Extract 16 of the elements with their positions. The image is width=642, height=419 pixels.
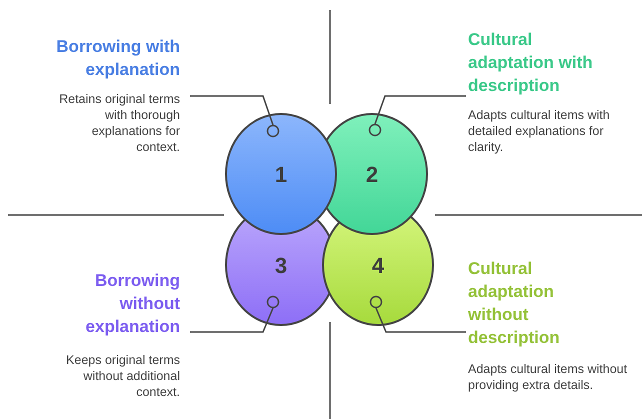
heading: Borrowing with explanation xyxy=(55,36,180,81)
circle-number: 1 xyxy=(274,160,288,188)
description: Adapts cultural items without providing extra details. xyxy=(468,361,628,393)
heading: Cultural adaptation with description xyxy=(468,29,594,97)
leader-line xyxy=(190,296,280,333)
circle-number: 4 xyxy=(372,252,384,280)
circle-number: 2 xyxy=(366,160,378,188)
leader-line xyxy=(190,95,280,138)
description: Retains original terms with thorough explanations for context. xyxy=(58,91,180,155)
description: Keeps original terms without additional context. xyxy=(65,352,180,400)
leader-line xyxy=(370,296,466,333)
description: Adapts cultural items with detailed explanations for clarity. xyxy=(468,107,611,155)
heading: Borrowing without explanation xyxy=(84,270,180,338)
heading: Cultural adaptation without description xyxy=(468,258,561,349)
leader-line xyxy=(368,95,466,136)
circle-number: 3 xyxy=(274,252,288,280)
